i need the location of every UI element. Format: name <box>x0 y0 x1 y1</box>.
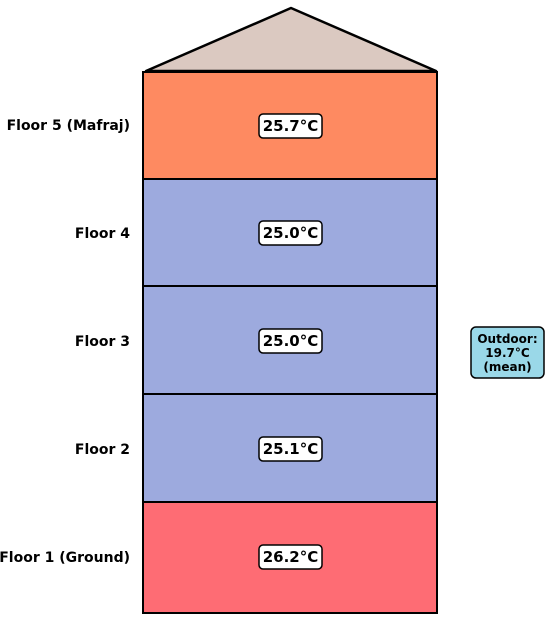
outdoor-note: (mean) <box>483 360 531 374</box>
outdoor-label: Outdoor: <box>477 332 537 346</box>
floor-2-temperature: 25.1°C <box>263 440 319 458</box>
floor-3-temperature: 25.0°C <box>263 332 319 350</box>
roof <box>144 6 438 73</box>
outdoor-indicator: Outdoor: 19.7°C (mean) <box>470 326 545 379</box>
outdoor-temperature: 19.7°C <box>485 346 530 360</box>
floor-1-temperature: 26.2°C <box>263 548 319 566</box>
floor-5: Floor 5 (Mafraj) 25.7°C <box>7 71 438 180</box>
floor-3: Floor 3 25.0°C <box>75 285 438 395</box>
floor-4-temp-box <box>258 220 323 246</box>
floor-4: Floor 4 25.0°C <box>75 178 438 287</box>
floor-4-label: Floor 4 <box>75 226 130 242</box>
outdoor-box <box>470 326 545 379</box>
floor-1-label: Floor 1 (Ground) <box>0 550 130 566</box>
floor-5-temperature: 25.7°C <box>263 117 319 135</box>
floor-2-temp-box <box>258 436 323 462</box>
floor-5-label: Floor 5 (Mafraj) <box>7 118 130 134</box>
floor-2-label: Floor 2 <box>75 442 130 458</box>
floor-1: Floor 1 (Ground) 26.2°C <box>0 501 438 614</box>
floor-3-temp-box <box>258 328 323 354</box>
floor-2: Floor 2 25.1°C <box>75 393 438 503</box>
floor-4-temperature: 25.0°C <box>263 224 319 242</box>
floor-3-label: Floor 3 <box>75 334 130 350</box>
floor-5-temp-box <box>258 113 323 139</box>
floor-1-temp-box <box>258 544 323 570</box>
